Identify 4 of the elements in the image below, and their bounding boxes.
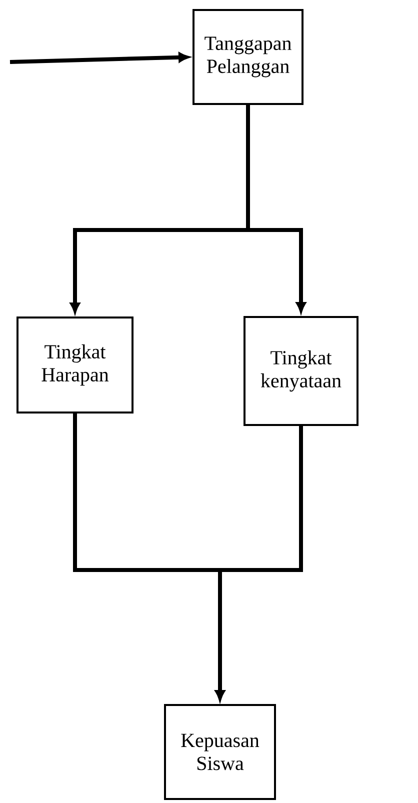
- process-box: Tanggapan Pelanggan: [192, 9, 304, 105]
- process-box: Tingkat kenyataan: [244, 316, 358, 426]
- process-box: Kepuasan Siswa: [164, 704, 276, 800]
- process-box: Tingkat Harapan: [16, 316, 134, 414]
